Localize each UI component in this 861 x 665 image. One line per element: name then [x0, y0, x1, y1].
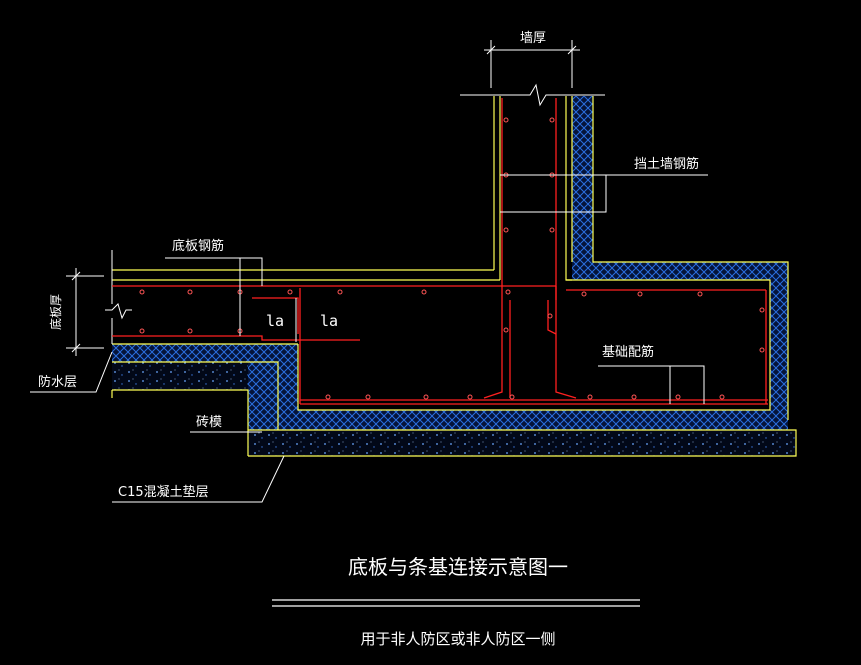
waterproof-layer-hatch	[112, 96, 788, 456]
slab-rebar-label: 底板钢筋	[172, 238, 224, 254]
structure-outline	[111, 96, 797, 457]
anchorage-right-label: la	[320, 312, 338, 330]
drawing-subtitle: 用于非人防区或非人防区一侧	[360, 630, 555, 648]
wall-break-line	[460, 83, 605, 107]
foundation-rebar-label: 基础配筋	[602, 344, 654, 360]
slab-rebar-leader	[165, 257, 263, 336]
retaining-wall-rebar-label: 挡土墙钢筋	[634, 156, 699, 172]
waterproof-layer-label: 防水层	[38, 374, 77, 390]
brick-formwork-label: 砖模	[196, 415, 222, 430]
slab-break-line	[105, 250, 132, 344]
slab-thickness-dimension	[66, 268, 104, 356]
c15-bedding-fill	[112, 362, 796, 456]
wall-rebar-leader	[500, 174, 708, 213]
foundation-rebar-leader	[598, 365, 705, 404]
drawing-title: 底板与条基连接示意图一	[348, 555, 568, 579]
wall-thickness-dimension	[484, 40, 580, 88]
slab-thickness-label: 底板厚	[48, 294, 63, 330]
c15-bedding-leader	[112, 455, 285, 503]
waterproof-leader	[30, 351, 113, 393]
anchorage-left-label: la	[266, 312, 284, 330]
title-underline	[272, 599, 640, 607]
c15-bedding-label: C15混凝土垫层	[118, 484, 209, 500]
rebar-lines	[112, 98, 768, 405]
rebar-dots	[139, 117, 765, 400]
wall-thickness-label: 墙厚	[520, 31, 546, 46]
